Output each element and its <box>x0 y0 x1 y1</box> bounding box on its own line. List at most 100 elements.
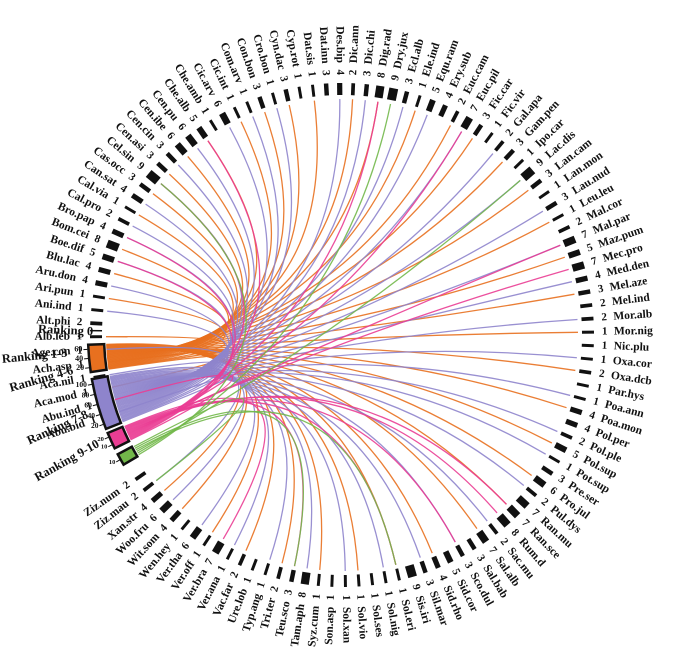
species-label: Alb.leb <box>34 331 70 343</box>
species-bar <box>476 529 490 544</box>
species-count: 4 <box>84 260 93 273</box>
species-bar <box>401 90 410 104</box>
species-bar <box>438 104 448 118</box>
ranking-group-label: Ranking 9-10 <box>32 437 102 484</box>
species-count: 8 <box>93 233 103 246</box>
species-count: 8 <box>375 71 388 79</box>
species-count: 1 <box>82 386 90 399</box>
species-bar <box>350 83 356 96</box>
species-count: 9 <box>135 160 147 173</box>
species-label: Syz.cum <box>306 605 322 648</box>
ranking-tick-label: 10 <box>109 459 116 466</box>
species-count: 1 <box>311 593 323 600</box>
species-bar <box>425 98 436 113</box>
ranking-tick <box>99 423 104 427</box>
species-count: 1 <box>198 105 211 116</box>
species-count: 7 <box>590 255 599 268</box>
species-count: 4 <box>594 269 603 282</box>
species-label: Sol.nig <box>384 602 402 637</box>
species-bar <box>580 303 593 309</box>
species-label: Sol.vio <box>355 606 369 640</box>
species-count: 7 <box>203 556 216 567</box>
species-count: 6 <box>179 540 192 552</box>
species-count: 1 <box>263 78 276 87</box>
ranking-tick-label: 10 <box>101 444 108 451</box>
species-label: Ach.asp <box>32 360 72 376</box>
species-count: 1 <box>552 178 563 191</box>
species-bar <box>548 454 561 464</box>
species-label: Oxa.cor <box>612 355 652 371</box>
species-bar <box>578 369 592 375</box>
ranking-group-arc <box>116 445 140 467</box>
chord-link <box>136 179 521 453</box>
species-count: 5 <box>449 567 462 578</box>
species-bar <box>245 101 253 114</box>
species-count: 3 <box>250 82 263 92</box>
species-bar <box>311 84 316 97</box>
species-bar <box>94 280 108 288</box>
species-bar <box>363 84 370 97</box>
ranking-tick-label: 40 <box>75 354 83 363</box>
species-bar <box>369 573 375 586</box>
species-count: 2 <box>129 490 141 503</box>
species-count: 2 <box>539 496 551 509</box>
species-count: 2 <box>598 368 606 381</box>
species-count: 1 <box>602 325 608 337</box>
species-count: 1 <box>76 330 82 342</box>
species-count: 1 <box>305 71 318 78</box>
species-count: 3 <box>474 553 487 564</box>
species-bar <box>145 169 161 185</box>
species-label: Aca.nil <box>38 375 74 393</box>
species-label: Sol.ses <box>369 604 385 638</box>
species-count: 3 <box>282 588 295 596</box>
species-bar <box>374 85 385 99</box>
species-bar <box>117 217 130 226</box>
species-count: 3 <box>154 139 167 152</box>
ranking-group-label: Ranking 1-3 <box>1 346 68 366</box>
chord-link <box>106 221 550 357</box>
species-bar <box>565 418 579 428</box>
species-bar <box>150 491 164 503</box>
species-bar <box>93 373 106 379</box>
species-bar <box>520 166 536 182</box>
ranking-tick-label: 60 <box>74 344 82 353</box>
chord-link <box>137 103 392 454</box>
chord-link <box>111 375 421 558</box>
species-count: 4 <box>98 219 108 232</box>
species-count: 1 <box>77 344 83 356</box>
species-label: Age.con <box>31 345 72 359</box>
species-count: 1 <box>368 592 381 599</box>
species-bar <box>263 563 270 576</box>
species-label: Dig.rad <box>377 28 395 67</box>
chord-link <box>110 371 270 546</box>
ranking-tick <box>95 414 100 417</box>
ranking-tick <box>85 367 90 369</box>
species-count: 1 <box>492 118 505 130</box>
species-bar <box>496 513 511 528</box>
species-bar <box>92 294 106 300</box>
chord-link <box>110 373 313 569</box>
species-count: 3 <box>423 578 436 588</box>
species-count: 9 <box>534 156 546 169</box>
species-label: Sol.xan <box>340 607 353 644</box>
species-bar <box>569 406 583 416</box>
chord-link <box>106 343 242 491</box>
species-bar <box>538 190 550 200</box>
ranking-tick-label: 20 <box>97 436 104 443</box>
chord-link <box>117 147 255 411</box>
species-bar <box>460 115 473 131</box>
chord-link <box>109 368 245 501</box>
species-bar <box>386 87 399 102</box>
species-bar <box>237 553 247 566</box>
species-bar <box>513 158 525 170</box>
species-bar <box>506 504 521 519</box>
species-count: 6 <box>211 98 224 109</box>
species-bar <box>541 465 554 476</box>
species-label: Dic.ann <box>348 24 362 63</box>
species-bar <box>552 213 565 222</box>
species-bar <box>156 161 168 174</box>
species-count: 1 <box>602 340 608 352</box>
species-bar <box>356 574 361 587</box>
species-bar <box>225 547 234 560</box>
species-label: Mel.aze <box>609 275 649 293</box>
